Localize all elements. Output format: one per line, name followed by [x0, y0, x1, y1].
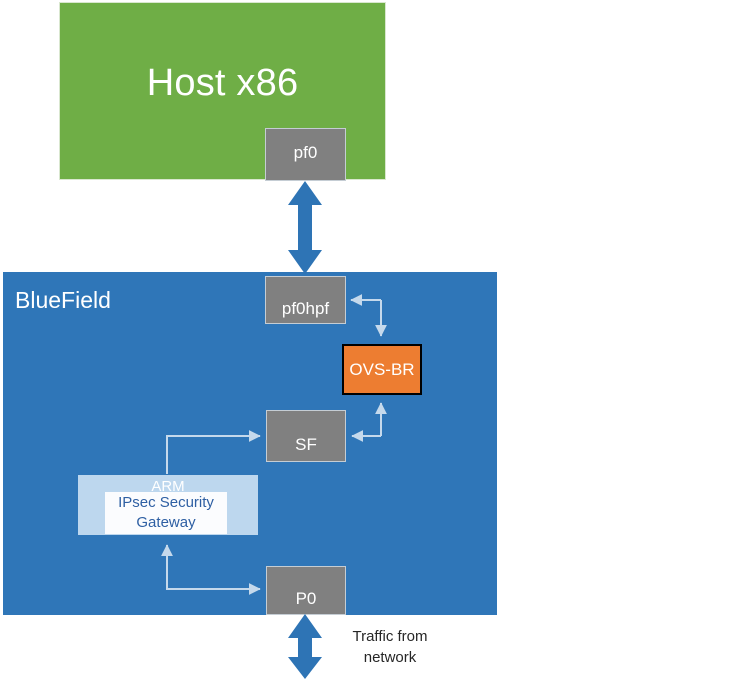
arrow-network-traffic	[288, 614, 322, 679]
traffic-from-network-label: Traffic from network	[352, 628, 428, 666]
port-box-p0: P0	[266, 566, 346, 615]
host-x86-label: Host x86	[146, 62, 299, 104]
port-label-pf0: pf0	[293, 143, 318, 162]
arrow-host-to-bluefield	[288, 181, 322, 274]
bluefield-container: BlueField	[3, 272, 497, 615]
port-box-pf0: pf0	[265, 128, 346, 181]
arm-container: ARM IPsec Security Gateway	[78, 475, 258, 535]
ovs-bridge-box: OVS-BR	[342, 344, 422, 395]
host-x86-container: Host x86	[59, 2, 386, 180]
port-box-pf0hpf: pf0hpf	[265, 276, 346, 324]
bluefield-label: BlueField	[15, 287, 111, 313]
port-label-pf0hpf: pf0hpf	[281, 299, 330, 318]
port-box-sf: SF	[266, 410, 346, 462]
port-label-sf: SF	[295, 435, 317, 454]
ipsec-security-gateway-box: IPsec Security Gateway	[105, 492, 227, 534]
port-label-p0: P0	[295, 589, 317, 608]
arm-label: ARM	[151, 478, 185, 495]
ovs-bridge-label: OVS-BR	[349, 360, 415, 379]
